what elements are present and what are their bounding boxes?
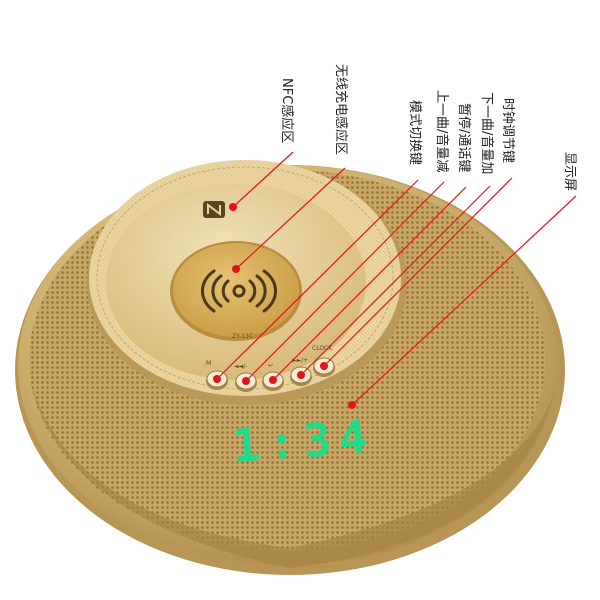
- marker-display: [348, 401, 356, 409]
- marker-next: [297, 371, 305, 379]
- callout-labels: NFC感应区 无线充电感应区 模式切换键 上一曲/音量减 暂停/通话键 下一曲/…: [279, 64, 577, 191]
- button-label-pause: ↩: [268, 362, 273, 369]
- leader-wireless: [235, 167, 346, 270]
- label-pause: 暂停/通话键: [456, 103, 472, 172]
- leader-clock: [323, 177, 513, 367]
- wireless-charging-icon: [200, 269, 278, 313]
- label-mode: 模式切换键: [407, 100, 422, 165]
- label-display: 显示屏: [562, 152, 577, 191]
- marker-clock: [320, 362, 328, 370]
- leader-lines: [216, 151, 577, 406]
- leader-mode: [216, 179, 419, 380]
- clock-display: 1:34: [230, 409, 376, 473]
- leader-display: [351, 195, 577, 406]
- base-shadow: [30, 380, 555, 568]
- button-label-clock: CLOCK: [312, 345, 333, 352]
- model-text: ZY-13C: [232, 333, 253, 340]
- label-clock: 时钟调节键: [500, 98, 516, 163]
- leader-nfc: [232, 151, 294, 208]
- label-wireless: 无线充电感应区: [333, 64, 349, 155]
- clock-digits: 1:34: [230, 409, 376, 473]
- nfc-n-icon: [203, 201, 225, 218]
- leader-prev: [245, 181, 445, 382]
- marker-nfc: [229, 203, 237, 211]
- marker-dots: [213, 203, 356, 409]
- button-label-prev: ◄◄/-: [234, 363, 247, 370]
- label-nfc: NFC感应区: [279, 78, 295, 143]
- marker-wireless: [232, 265, 240, 273]
- leader-next: [300, 185, 491, 376]
- label-next: 下一曲/音量加: [479, 92, 495, 174]
- top-plate-stitch: [96, 166, 394, 390]
- button-label-mode: M: [206, 360, 211, 367]
- label-prev: 上一曲/音量减: [434, 90, 450, 172]
- wireless-pad[interactable]: [173, 243, 299, 337]
- marker-prev: [242, 377, 250, 385]
- leader-pause: [272, 186, 467, 381]
- button-label-next: ►►/+: [292, 357, 308, 364]
- marker-mode: [213, 375, 221, 383]
- marker-pause: [269, 376, 277, 384]
